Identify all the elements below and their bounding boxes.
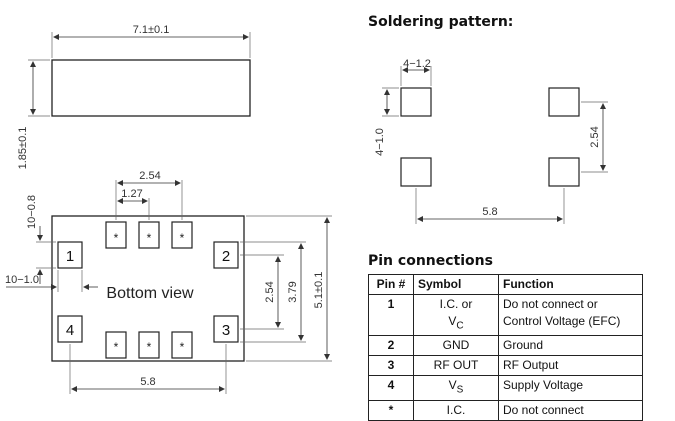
pad-ic-top-2	[138, 221, 160, 249]
row-symbol: RF OUT	[413, 355, 499, 377]
row-function: RF Output	[498, 355, 643, 377]
pad-vertical-label: 2.54	[264, 281, 276, 302]
pin-connections-table: Pin # Symbol Function 1 I.C. or VC Do no…	[368, 274, 643, 421]
solder-pad-bottom-left	[400, 157, 432, 187]
pad-ic-bottom-2-mark: *	[147, 340, 152, 354]
table-header-row: Pin # Symbol Function	[368, 274, 643, 295]
pad-ic-top-2-mark: *	[147, 231, 152, 245]
pad-span-vertical-label: 3.79	[287, 281, 299, 302]
pad-span-horizontal-label: 5.8	[140, 376, 155, 388]
solder-pad-top-right	[548, 87, 580, 117]
header-function: Function	[498, 274, 643, 295]
soldering-pattern-heading: Soldering pattern:	[368, 14, 514, 30]
row-symbol: GND	[413, 335, 499, 357]
symbol-line: VC	[418, 313, 494, 334]
table-row: 4 VS Supply Voltage	[368, 375, 643, 401]
row-pin: 2	[368, 335, 414, 357]
row-function: Do not connect or Control Voltage (EFC)	[498, 293, 643, 337]
solder-horizontal-pitch-label: 5.8	[482, 206, 497, 218]
header-symbol: Symbol	[413, 274, 499, 295]
bottom-view-label: Bottom view	[106, 285, 194, 302]
solder-pad-top-left	[400, 87, 432, 117]
symbol-subscript: C	[456, 320, 464, 332]
solder-pad-height-label: 4−1.0	[374, 128, 386, 156]
solder-pad-bottom-right	[548, 157, 580, 187]
width-dimension-label: 7.1±0.1	[133, 24, 170, 36]
function-line: Do not connect or	[503, 297, 598, 311]
function-line: Control Voltage (EFC)	[503, 314, 621, 328]
solder-pad-width-label: 4−1.2	[403, 58, 431, 70]
mechanical-drawing: 7.1±0.1 1.85±0.1 * * * * * * 1 2 3 4 Bot…	[5, 24, 608, 394]
pad-4	[57, 315, 83, 343]
symbol-base: V	[448, 314, 457, 328]
row-pin: 4	[368, 375, 414, 401]
pad-pitch-label: 2.54	[139, 170, 160, 182]
pad-ic-top-1-mark: *	[114, 231, 119, 245]
pad-ic-bottom-1-mark: *	[114, 340, 119, 354]
symbol-line: I.C. or	[439, 297, 473, 311]
pad-ic-bottom-3-mark: *	[180, 340, 185, 354]
table-row: 3 RF OUT RF Output	[368, 355, 643, 377]
row-function: Supply Voltage	[498, 375, 643, 401]
pad-edge-left-label: 10−1.0	[5, 274, 39, 286]
row-symbol: VS	[413, 375, 499, 401]
row-pin: 1	[368, 293, 414, 337]
symbol-subscript: S	[456, 384, 464, 396]
pad-1	[57, 241, 83, 269]
pad-ic-bottom-3	[171, 331, 193, 359]
row-symbol: I.C. or VC	[413, 293, 499, 337]
table-row: 1 I.C. or VC Do not connect or Control V…	[368, 293, 643, 337]
pad-3	[213, 315, 239, 343]
table-row: * I.C. Do not connect	[368, 399, 643, 421]
header-pin: Pin #	[368, 274, 414, 295]
pad-ic-top-3	[171, 221, 193, 249]
table-row: 2 GND Ground	[368, 335, 643, 357]
pin-connections-heading: Pin connections	[368, 253, 493, 269]
package-side-view	[51, 59, 251, 117]
pad-1-label: 1	[66, 248, 74, 265]
pad-2	[213, 241, 239, 269]
row-function: Do not connect	[498, 399, 643, 421]
pad-ic-top-1	[105, 221, 127, 249]
pad-ic-top-3-mark: *	[180, 231, 185, 245]
outline-height-label: 5.1±0.1	[313, 272, 325, 309]
row-symbol: I.C.	[413, 399, 499, 421]
pad-edge-top-label: 10−0.8	[26, 195, 38, 229]
pad-half-pitch-label: 1.27	[121, 188, 142, 200]
symbol-base: V	[448, 378, 457, 393]
row-pin: 3	[368, 355, 414, 377]
height-dimension-label: 1.85±0.1	[17, 127, 29, 170]
row-pin: *	[368, 399, 414, 421]
solder-vertical-pitch-label: 2.54	[589, 126, 601, 147]
pad-4-label: 4	[66, 322, 74, 339]
pad-ic-bottom-1	[105, 331, 127, 359]
pad-3-label: 3	[222, 322, 230, 339]
row-function: Ground	[498, 335, 643, 357]
pad-2-label: 2	[222, 248, 230, 265]
pad-ic-bottom-2	[138, 331, 160, 359]
